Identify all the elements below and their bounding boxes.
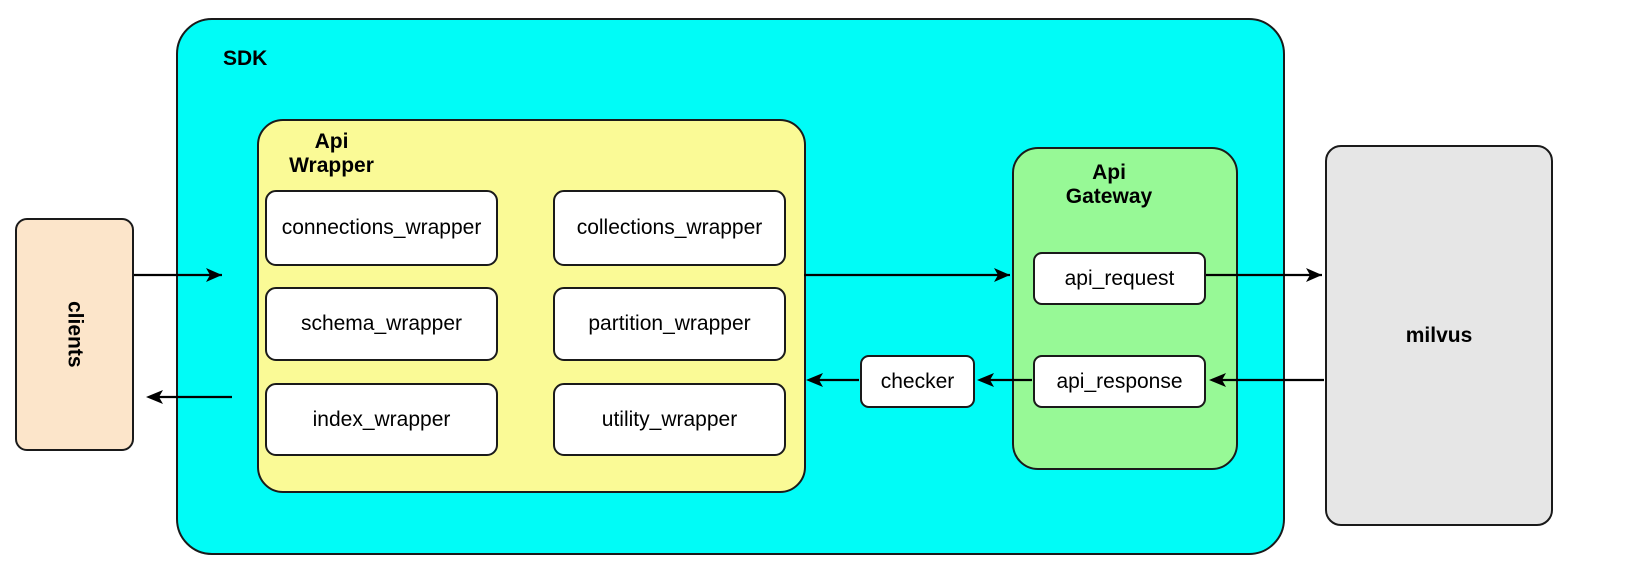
edge-milvus-to-response [1209,373,1324,387]
api-wrapper-label-line2: Wrapper [289,153,374,177]
api-gateway-label: Api Gateway [1024,161,1194,208]
api-response-node[interactable]: api_response [1033,355,1206,408]
module-connections-wrapper[interactable]: connections_wrapper [265,190,498,266]
edge-request-to-milvus [1206,268,1322,282]
module-label: collections_wrapper [576,216,763,239]
sdk-label: SDK [223,47,268,70]
api-request-label: api_request [1064,266,1175,290]
module-label: schema_wrapper [300,312,463,335]
module-label: utility_wrapper [601,407,738,431]
edge-sdk-to-clients [146,390,232,404]
api-gateway-label-line1: Api [1092,161,1126,184]
module-schema-wrapper[interactable]: schema_wrapper [265,287,498,361]
module-label: index_wrapper [312,407,451,431]
clients-label: clients [63,301,87,368]
milvus-node[interactable]: milvus [1325,145,1553,526]
api-gateway-label-line2: Gateway [1065,184,1153,208]
clients-node[interactable]: clients [15,218,134,451]
checker-label: checker [880,369,955,393]
module-label: connections_wrapper [281,216,482,239]
api-response-label: api_response [1056,369,1183,393]
edge-response-to-checker [977,373,1032,387]
api-wrapper-label: Api Wrapper [264,130,399,177]
api-wrapper-label-line1: Api [314,130,349,153]
module-label: partition_wrapper [588,312,751,335]
api-request-node[interactable]: api_request [1033,252,1206,305]
module-collections-wrapper[interactable]: collections_wrapper [553,190,786,266]
edge-wrapper-to-gateway [804,268,1010,282]
checker-node[interactable]: checker [860,355,975,408]
module-partition-wrapper[interactable]: partition_wrapper [553,287,786,361]
edge-clients-to-sdk [134,268,222,282]
module-index-wrapper[interactable]: index_wrapper [265,383,498,456]
module-utility-wrapper[interactable]: utility_wrapper [553,383,786,456]
edge-checker-to-wrapper [806,373,859,387]
api-gateway-container[interactable]: Api Gateway [1012,147,1238,470]
milvus-label: milvus [1405,323,1473,347]
